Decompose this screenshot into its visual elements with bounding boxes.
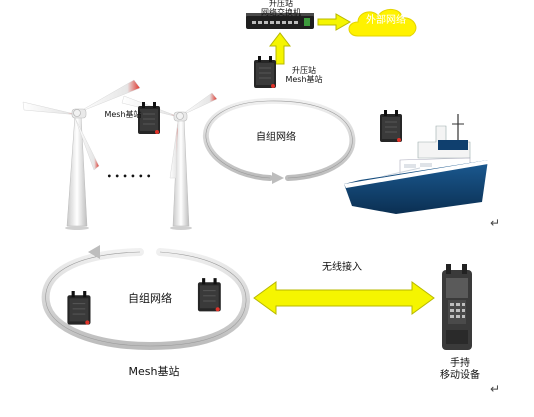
turbine-mesh-station-label: Mesh基站 <box>104 110 142 119</box>
wireless-access-label: 无线接入 <box>322 262 362 273</box>
bottom-mesh-station-label: Mesh基站 <box>128 365 180 378</box>
network-switch-label: 升压站 网络交换机 <box>261 0 301 18</box>
paragraph-return-mark-bottom: ↵ <box>490 382 501 396</box>
mesh-ring-top <box>202 97 356 184</box>
ship-mesh-station-icon <box>379 109 403 143</box>
bottom-mesh-network-label: 自组网络 <box>128 292 172 305</box>
substation-mesh-station-icon <box>253 55 277 89</box>
ship-icon <box>344 114 488 214</box>
handheld-device-label: 手持 移动设备 <box>440 358 480 381</box>
bottom-mesh-station-right-icon <box>197 277 222 312</box>
mesh-ring-bottom <box>41 245 251 351</box>
wireless-access-double-arrow <box>253 281 435 315</box>
more-turbines-ellipsis: • • • • • • <box>106 172 152 181</box>
arrow-to-external-network <box>317 13 352 31</box>
handheld-mobile-device-icon <box>442 264 472 350</box>
network-switch-icon <box>246 13 314 29</box>
arrow-up-to-switch <box>268 32 292 65</box>
external-network-label: 外部网络 <box>366 15 406 26</box>
substation-mesh-station-label: 升压站 Mesh基站 <box>285 66 323 85</box>
paragraph-return-mark-top: ↵ <box>490 216 501 230</box>
top-mesh-network-label: 自组网络 <box>256 132 296 143</box>
wind-turbine-left-icon <box>22 79 141 230</box>
external-network-cloud-icon <box>348 9 417 37</box>
bottom-mesh-station-left-icon <box>66 290 92 326</box>
